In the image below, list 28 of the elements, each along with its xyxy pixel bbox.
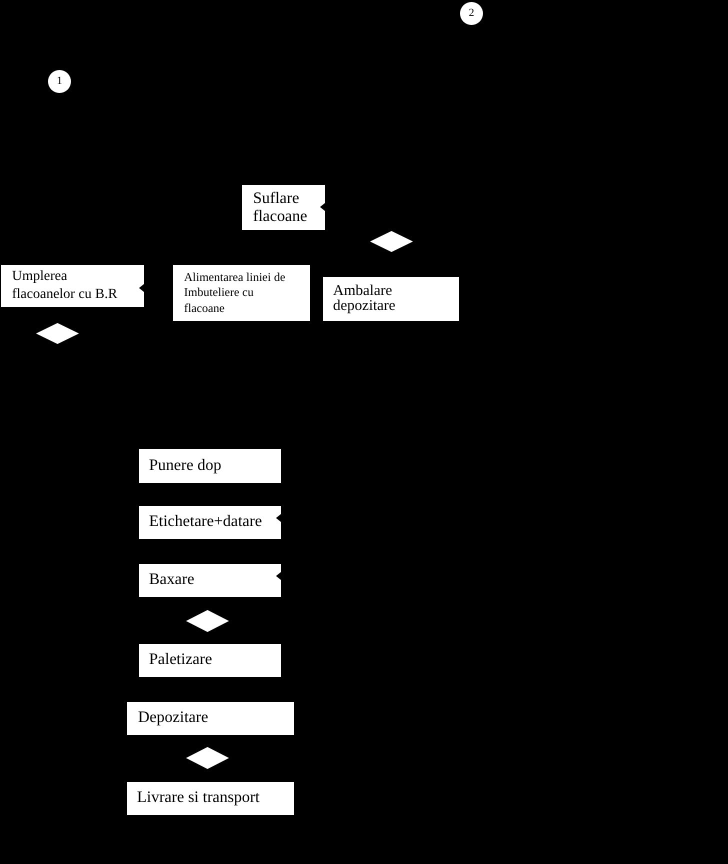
process-box bbox=[127, 782, 294, 815]
process-box bbox=[139, 506, 281, 539]
callout-number: 2 bbox=[468, 8, 474, 19]
process-box bbox=[139, 449, 281, 483]
process-box bbox=[139, 564, 281, 597]
process-box bbox=[173, 265, 310, 321]
box-label: Livrare si transport bbox=[137, 789, 260, 808]
decision-diamond bbox=[186, 610, 229, 632]
box-label: Baxare bbox=[149, 571, 194, 590]
box-label: Etichetare+datare bbox=[149, 513, 262, 532]
box-label: Suflare flacoane bbox=[253, 190, 308, 226]
box-label: Alimentarea liniei de Imbuteliere cu flacoane bbox=[184, 270, 286, 316]
number-circle bbox=[460, 2, 483, 25]
decision-diamond bbox=[186, 747, 229, 769]
process-box bbox=[323, 277, 459, 321]
decision-diamond bbox=[36, 323, 79, 344]
number-circle bbox=[48, 70, 71, 93]
box-label: Punere dop bbox=[149, 456, 222, 476]
process-box bbox=[139, 644, 281, 677]
process-box bbox=[127, 702, 294, 735]
box-label: Depozitare bbox=[138, 709, 208, 728]
decision-diamond bbox=[370, 231, 413, 252]
callout-number: 1 bbox=[56, 76, 62, 87]
box-label: Umplerea flacoanelor cu B.R bbox=[12, 268, 118, 304]
process-box bbox=[242, 185, 325, 230]
box-label: Paletizare bbox=[149, 651, 212, 670]
box-label: Ambalare depozitare bbox=[333, 284, 396, 314]
process-box bbox=[1, 265, 144, 307]
